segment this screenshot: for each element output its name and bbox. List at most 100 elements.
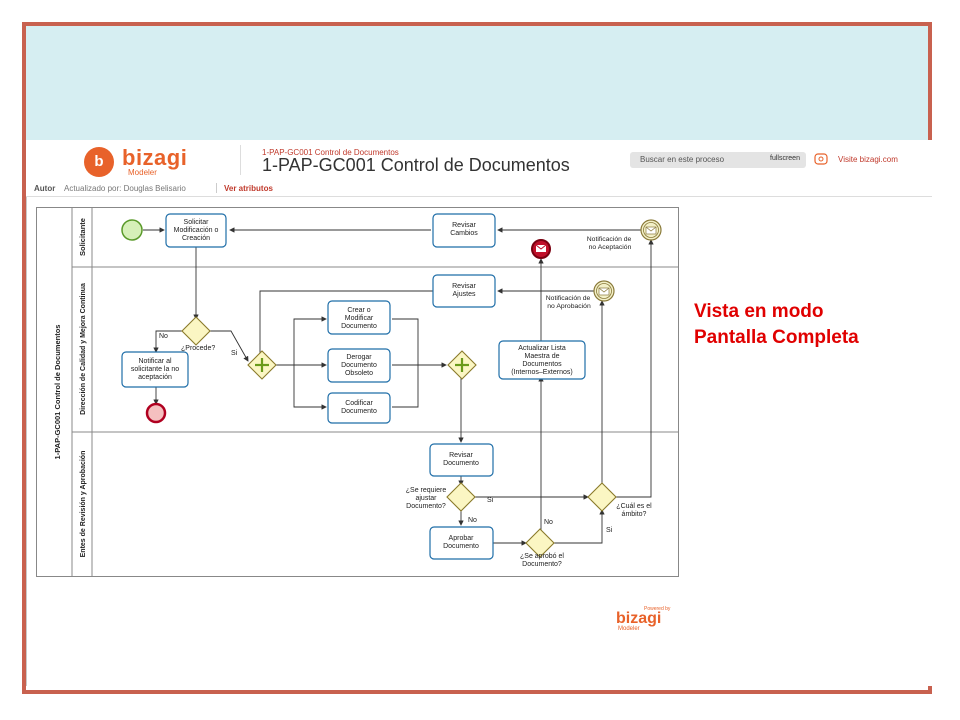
event-label-aprobacion-2: no Aprobación xyxy=(547,303,591,310)
note-line-1: Vista en modo xyxy=(694,301,824,322)
author-tab[interactable]: Autor xyxy=(34,184,56,193)
gateway-label: ¿Se requiere xyxy=(406,487,447,494)
powered-by-sub: Modeler xyxy=(618,626,640,632)
pool xyxy=(36,207,679,577)
message-catch-event-aprobacion[interactable] xyxy=(593,280,615,302)
flow-label-no: No xyxy=(159,333,168,340)
powered-by-text: Powered by xyxy=(644,606,671,612)
fullscreen-note: Vista en modo Pantalla Completa xyxy=(694,299,859,351)
task-label: Crear o xyxy=(347,307,370,314)
task-label: Obsoleto xyxy=(345,370,373,377)
gateway-label: Documento? xyxy=(522,561,562,568)
task-actualizar[interactable] xyxy=(498,340,586,380)
task-revisar-cambios[interactable] xyxy=(432,213,496,248)
task-label: Ajustes xyxy=(453,291,476,298)
event-label-aprobacion-1: Notificación de xyxy=(546,295,591,302)
bizagi-logo-icon[interactable]: b xyxy=(84,147,114,177)
task-revisar-documento[interactable] xyxy=(429,443,494,477)
task-label: Modificar xyxy=(345,315,374,322)
task-derogar[interactable] xyxy=(327,348,391,383)
event-label-aceptacion-1: Notificación de xyxy=(587,236,632,243)
bizagi-logo-text[interactable]: bizagi xyxy=(122,145,188,170)
note-line-2: Pantalla Completa xyxy=(694,327,859,348)
lane-calidad: Dirección de Calidad y Mejora Continua xyxy=(80,283,87,415)
flow-label-si: Si xyxy=(231,350,238,357)
task-label: Notificar al xyxy=(138,358,172,365)
event-label-aceptacion-2: no Aceptación xyxy=(589,244,632,251)
task-label: Actualizar Lista xyxy=(518,345,566,352)
gateway-label-procede: ¿Procede? xyxy=(181,345,215,352)
view-attributes-link[interactable]: Ver atributos xyxy=(224,184,273,193)
fullscreen-label[interactable]: fullscreen xyxy=(770,155,800,162)
flow-label-si: Si xyxy=(606,527,613,534)
visit-bizagi-link[interactable]: Visite bizagi.com xyxy=(838,155,898,164)
gateway-label: Documento? xyxy=(406,503,446,510)
task-crear[interactable] xyxy=(327,300,391,335)
flow-label-no: No xyxy=(468,517,477,524)
task-label: Documento xyxy=(341,362,377,369)
gateway-se-aprobo[interactable] xyxy=(525,528,555,558)
gateway-label: ajustar xyxy=(415,495,437,502)
task-label: aceptación xyxy=(138,374,172,381)
task-revisar-ajustes[interactable] xyxy=(432,274,496,308)
breadcrumb[interactable]: 1-PAP-GC001 Control de Documentos xyxy=(262,148,399,157)
task-label: Documento xyxy=(341,323,377,330)
task-label: (Internos–Externos) xyxy=(511,369,572,376)
task-solicitar[interactable] xyxy=(165,213,227,248)
slide-top-band xyxy=(26,26,928,140)
gateway-label: ámbito? xyxy=(622,511,647,518)
task-label: Revisar xyxy=(452,222,476,229)
lane-entes: Entes de Revisión y Aprobación xyxy=(80,451,87,558)
gateway-requiere-ajustar[interactable] xyxy=(446,482,476,512)
sub-bar xyxy=(26,180,932,197)
subbar-divider xyxy=(216,183,217,193)
search-input[interactable]: Buscar en este proceso xyxy=(630,152,806,168)
fullscreen-icon[interactable] xyxy=(814,153,828,165)
flow-label-si: Si xyxy=(487,497,494,504)
end-event-icon[interactable] xyxy=(145,402,167,424)
lane-solicitante: Solicitante xyxy=(78,218,87,256)
task-label: Documento xyxy=(443,543,479,550)
task-codificar[interactable] xyxy=(327,392,391,424)
svg-text:Notificación de no Aceptac: Notificación de no Aceptación xyxy=(587,236,633,251)
task-label: Codificar xyxy=(345,400,373,407)
task-aprobar-documento[interactable] xyxy=(429,526,494,560)
pool-title: 1-PAP-GC001 Control de Documentos xyxy=(53,325,62,460)
task-label: Documentos xyxy=(522,361,562,368)
task-label: solicitante la no xyxy=(131,366,179,373)
gateway-label: ¿Cuál es el xyxy=(616,503,652,510)
updated-by-text: Actualizado por: Douglas Belisario xyxy=(64,184,186,193)
gateway-cual-ambito[interactable] xyxy=(587,482,617,512)
task-label: Documento xyxy=(341,408,377,415)
powered-by-name: bizagi xyxy=(616,610,662,627)
task-label: Solicitar xyxy=(184,219,210,226)
task-label: Creación xyxy=(182,235,210,242)
flow-label-no: No xyxy=(544,519,553,526)
bpmn-diagram: 1-PAP-GC001 Control de Documentos Solici… xyxy=(36,207,679,577)
task-label: Revisar xyxy=(449,452,473,459)
task-label: Revisar xyxy=(452,283,476,290)
task-label: Modificación o xyxy=(174,227,219,234)
bizagi-logo-sub: Modeler xyxy=(128,168,157,177)
task-label: Maestra de xyxy=(524,353,559,360)
start-event-icon[interactable] xyxy=(121,219,143,241)
task-notificar[interactable] xyxy=(121,351,189,388)
message-catch-event-aceptacion[interactable] xyxy=(640,219,662,241)
svg-text:Notificación de no Aprobac: Notificación de no Aprobación xyxy=(546,295,592,310)
header-divider xyxy=(240,145,241,175)
gateway-procede[interactable] xyxy=(181,316,211,346)
page-title: 1-PAP-GC001 Control de Documentos xyxy=(262,155,570,175)
